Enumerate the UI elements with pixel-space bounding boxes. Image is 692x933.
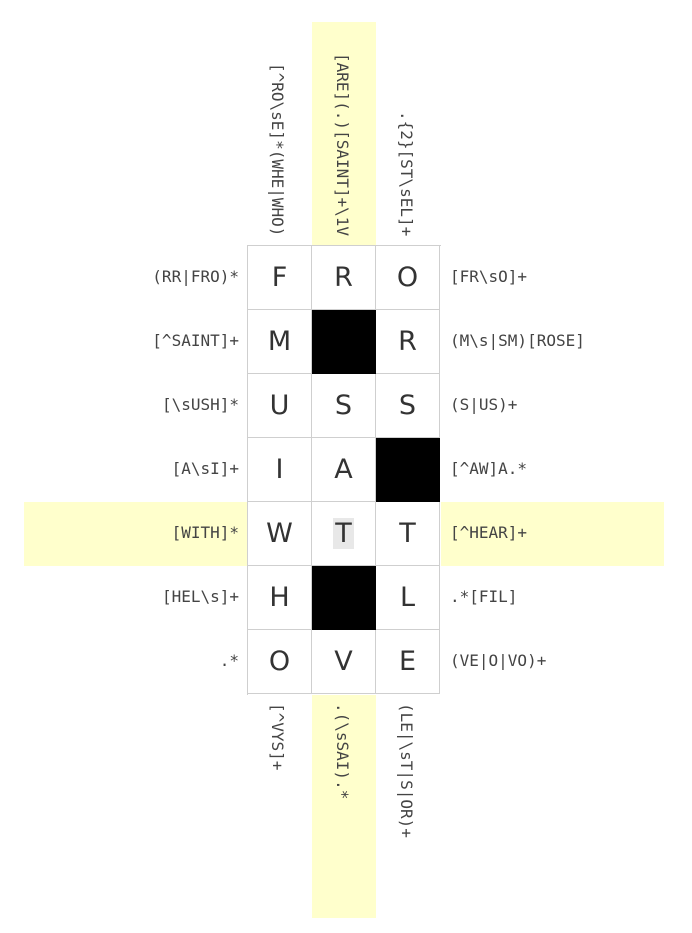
row-clue-left-5: [WITH]* — [171, 523, 239, 542]
cell-letter: V — [334, 646, 353, 677]
cell-letter: M — [267, 326, 292, 357]
grid-cell-r5-c3[interactable]: T — [376, 502, 440, 566]
blocked-cell — [312, 310, 376, 374]
cell-letter: L — [399, 582, 416, 613]
row-clue-left-1: (RR|FRO)* — [152, 267, 239, 286]
row-clue-left-2: [^SAINT]+ — [152, 331, 239, 350]
cell-letter: W — [266, 518, 293, 549]
cell-letter: F — [271, 262, 288, 293]
col-clue-bottom-1: [^VYS]+ — [268, 703, 287, 771]
row-clue-right-7: (VE|O|VO)+ — [450, 651, 547, 670]
cell-letter: T — [333, 518, 354, 549]
row-clue-left-6: [HEL\s]+ — [161, 587, 239, 606]
grid-cell-r6-c1[interactable]: H — [248, 566, 312, 630]
row-clue-left-4: [A\sI]+ — [171, 459, 239, 478]
cell-letter: O — [396, 262, 419, 293]
cell-letter: R — [398, 326, 417, 357]
grid-cell-r3-c3[interactable]: S — [376, 374, 440, 438]
row-clue-right-1: [FR\sO]+ — [450, 267, 528, 286]
grid-cell-r4-c2[interactable]: A — [312, 438, 376, 502]
cell-letter: H — [269, 582, 290, 613]
row-clue-left-7: .* — [219, 651, 239, 670]
cell-letter: T — [399, 518, 416, 549]
puzzle-grid: F R O M R U S S I A W T T H L O V E — [247, 245, 441, 695]
row-clue-right-6: .*[FIL] — [450, 587, 518, 606]
grid-cell-r2-c1[interactable]: M — [248, 310, 312, 374]
cell-letter: S — [334, 390, 353, 421]
cell-letter: R — [334, 262, 353, 293]
col-clue-top-1: [^RO\sE]*(WHE|WHO) — [268, 62, 287, 236]
col-clue-bottom-3: (LE|\sT|S|OR)+ — [397, 703, 416, 838]
row-clue-left-3: [\sUSH]* — [161, 395, 239, 414]
grid-cell-r6-c3[interactable]: L — [376, 566, 440, 630]
grid-cell-r3-c1[interactable]: U — [248, 374, 312, 438]
cell-letter: E — [398, 646, 417, 677]
grid-cell-r5-c1[interactable]: W — [248, 502, 312, 566]
cell-letter: U — [269, 390, 290, 421]
grid-cell-r7-c3[interactable]: E — [376, 630, 440, 694]
grid-cell-r5-c2[interactable]: T — [312, 502, 376, 566]
grid-cell-r1-c3[interactable]: O — [376, 246, 440, 310]
grid-cell-r3-c2[interactable]: S — [312, 374, 376, 438]
cell-letter: I — [275, 454, 284, 485]
cell-letter: O — [268, 646, 291, 677]
row-clue-right-5: [^HEAR]+ — [450, 523, 528, 542]
blocked-cell — [376, 438, 440, 502]
row-clue-right-2: (M\s|SM)[ROSE] — [450, 331, 585, 350]
grid-cell-r4-c1[interactable]: I — [248, 438, 312, 502]
cell-letter: S — [398, 390, 417, 421]
blocked-cell — [312, 566, 376, 630]
col-clue-bottom-2: .(\sSAI).* — [333, 703, 352, 800]
col-clue-top-2: [ARE](.)[SAINT]+\1V — [333, 52, 352, 236]
grid-cell-r1-c2[interactable]: R — [312, 246, 376, 310]
grid-cell-r7-c2[interactable]: V — [312, 630, 376, 694]
grid-cell-r1-c1[interactable]: F — [248, 246, 312, 310]
col-clue-top-3: .{2}[ST\sEL]+ — [397, 110, 416, 236]
cell-letter: A — [334, 454, 353, 485]
row-clue-right-3: (S|US)+ — [450, 395, 518, 414]
grid-cell-r2-c3[interactable]: R — [376, 310, 440, 374]
row-clue-right-4: [^AW]A.* — [450, 459, 528, 478]
grid-cell-r7-c1[interactable]: O — [248, 630, 312, 694]
